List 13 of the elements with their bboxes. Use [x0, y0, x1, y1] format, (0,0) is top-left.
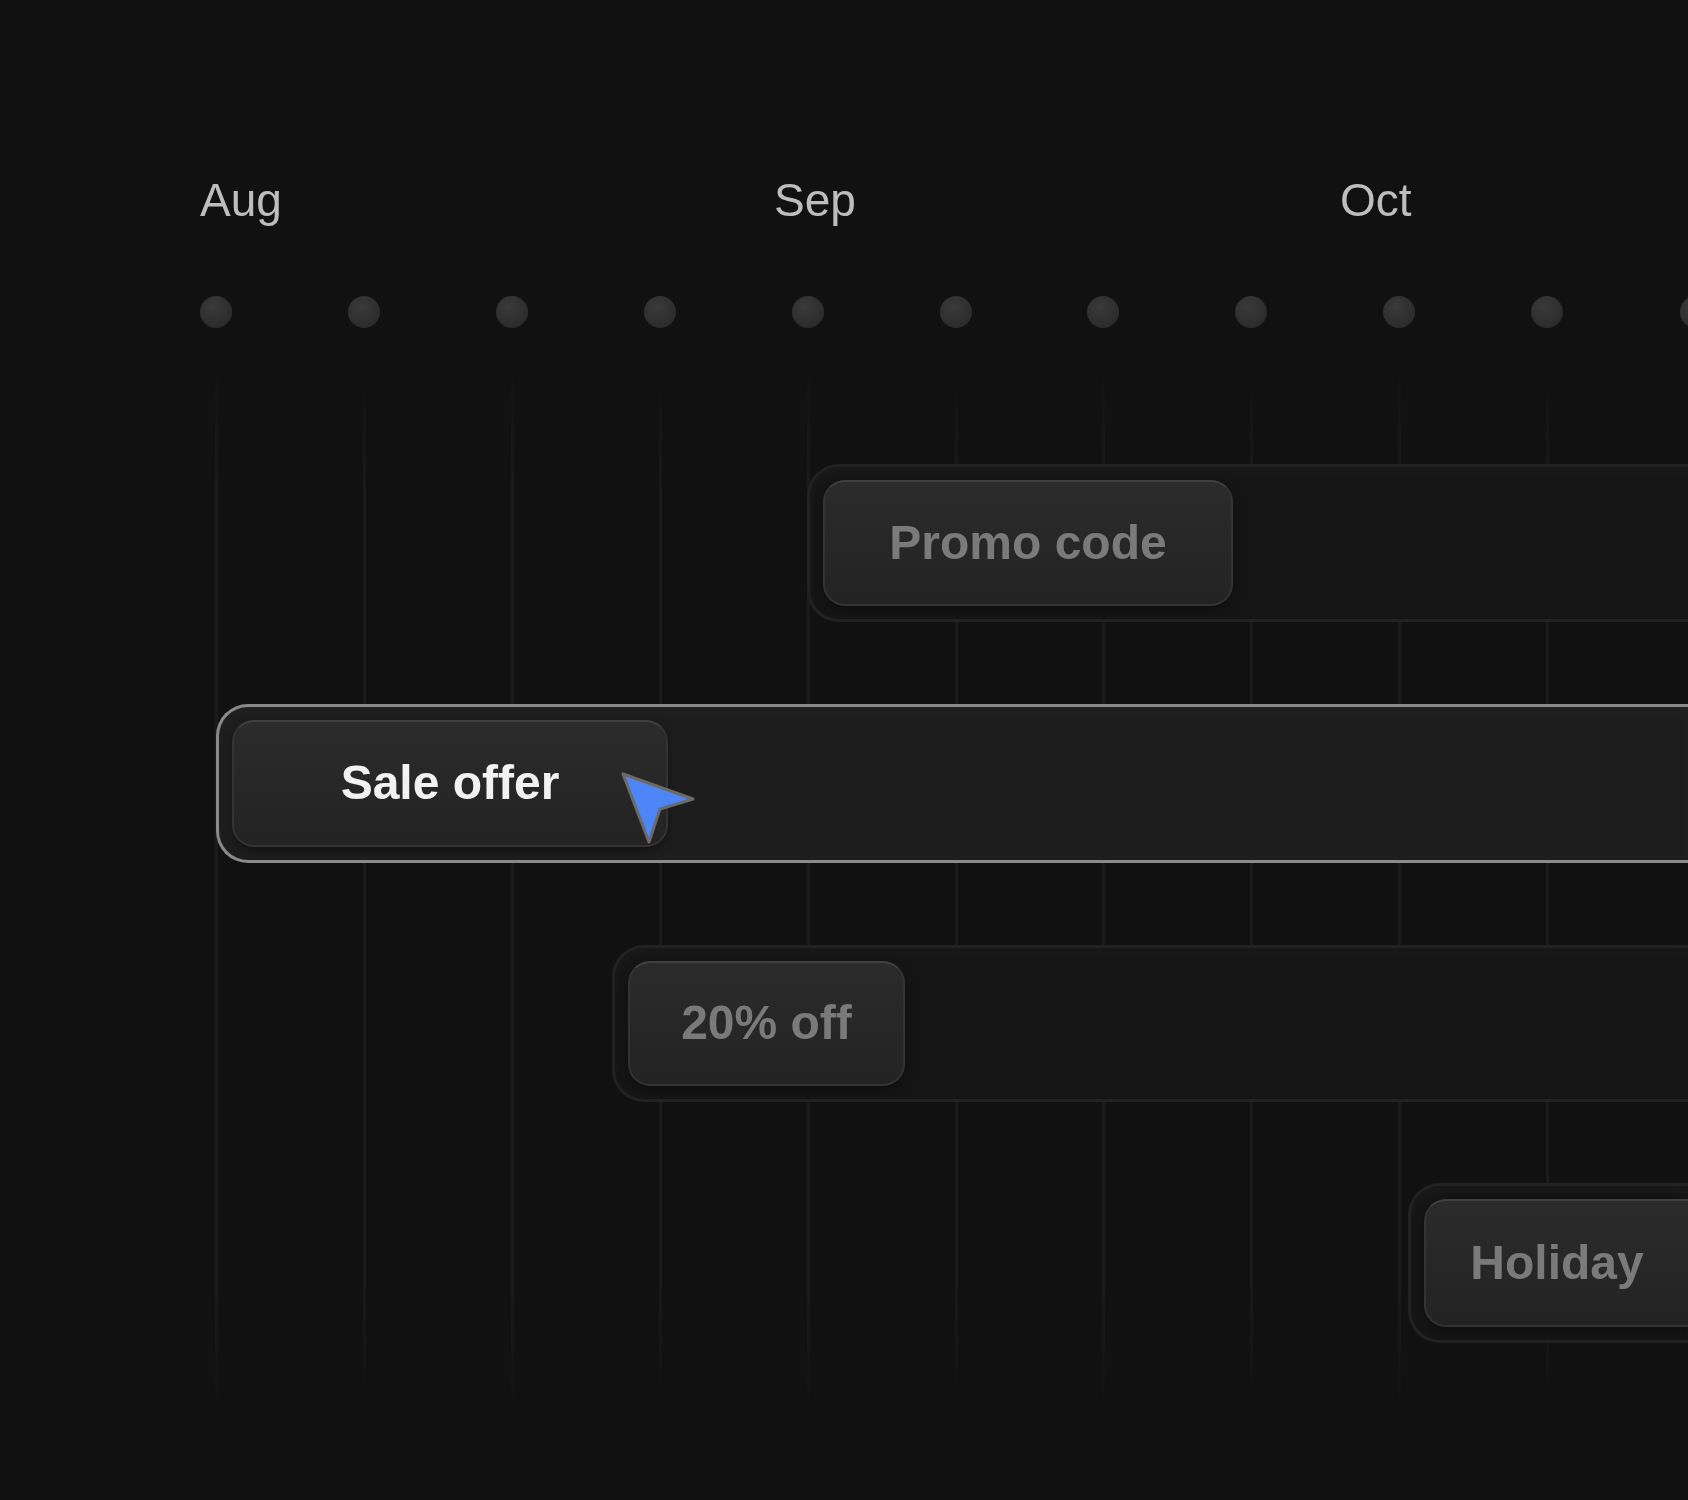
event-chip: [628, 961, 905, 1086]
timeline-bar: [612, 945, 1688, 1102]
timeline-bar: [807, 464, 1688, 622]
event-label: Holiday: [1470, 1236, 1644, 1290]
event-label: 20% off: [681, 997, 852, 1050]
month-label: Oct: [1340, 177, 1412, 223]
event-chip: [823, 480, 1233, 606]
event-chip: [1424, 1199, 1688, 1327]
timeline-bar: [1408, 1183, 1688, 1343]
event-label: Promo code: [889, 516, 1167, 570]
timeline-bar: [216, 704, 1688, 863]
event-chip: [232, 720, 668, 847]
event-label: Sale offer: [340, 757, 560, 810]
